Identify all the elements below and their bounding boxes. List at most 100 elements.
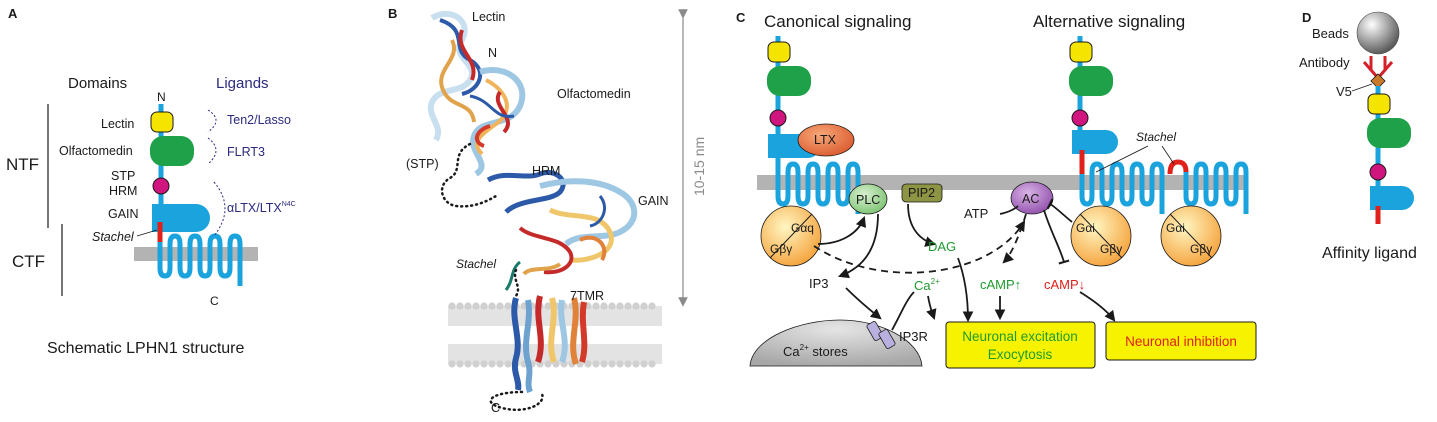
panel-d: D Beads Antibody V5 Affinity ligand bbox=[1299, 10, 1417, 262]
ltx-ligand bbox=[797, 123, 855, 157]
panel-a-letter: A bbox=[8, 6, 18, 21]
antibody bbox=[1362, 56, 1394, 79]
scale-label: 10-15 nm bbox=[691, 137, 707, 196]
lipid-head bbox=[624, 302, 632, 310]
plc-label: PLC bbox=[856, 193, 880, 207]
antibody-label: Antibody bbox=[1299, 55, 1350, 70]
panel-d-letter: D bbox=[1302, 10, 1311, 25]
label-7tmr-b: 7TMR bbox=[570, 289, 604, 303]
lipid-head bbox=[496, 360, 504, 368]
free-ctf bbox=[1167, 159, 1249, 214]
lipid-head bbox=[616, 302, 624, 310]
panel-a: A Domains Ligands NTF CTF N C Lectin Olf… bbox=[6, 6, 296, 357]
gain-d bbox=[1370, 186, 1414, 210]
label-gain-b: GAIN bbox=[638, 194, 669, 208]
excitation-line2: Exocytosis bbox=[988, 347, 1053, 362]
g-alpha-i-label-2: Gαi bbox=[1166, 221, 1185, 235]
ctf-label: CTF bbox=[12, 252, 45, 271]
lipid-head bbox=[608, 302, 616, 310]
label-c-b: C bbox=[491, 401, 500, 415]
ribbon-gain bbox=[486, 170, 638, 276]
ligand-bracket-3 bbox=[213, 181, 226, 237]
ca-stores-label: Ca2+ stores bbox=[783, 343, 848, 359]
lipid-head bbox=[640, 302, 648, 310]
lipid-head bbox=[632, 302, 640, 310]
lipid-head bbox=[608, 360, 616, 368]
lipid-head bbox=[560, 360, 568, 368]
caption-d: Affinity ligand bbox=[1322, 245, 1417, 262]
label-gain: GAIN bbox=[108, 207, 139, 221]
label-lectin-b: Lectin bbox=[472, 10, 505, 24]
lipid-head bbox=[448, 302, 456, 310]
lipid-head bbox=[616, 360, 624, 368]
label-stp-b: (STP) bbox=[406, 157, 439, 171]
lipid-head bbox=[464, 302, 472, 310]
lipid-head bbox=[592, 360, 600, 368]
ltx-label: LTX bbox=[814, 133, 837, 147]
lipid-head bbox=[480, 302, 488, 310]
label-lectin: Lectin bbox=[101, 117, 134, 131]
ligand-bracket-1 bbox=[207, 109, 217, 133]
lipid-head bbox=[536, 360, 544, 368]
g-beta-gamma-i-label-1: Gβγ bbox=[1100, 242, 1122, 256]
ip3-label: IP3 bbox=[809, 276, 829, 291]
lipid-head bbox=[648, 360, 656, 368]
n-terminus-a: N bbox=[157, 90, 166, 104]
ligand-ten2-lasso: Ten2/Lasso bbox=[227, 113, 291, 127]
panel-b: B Lectin N Olfactomedin (STP) bbox=[388, 6, 707, 415]
tm-helices-a bbox=[157, 233, 243, 286]
ac-node bbox=[1010, 181, 1054, 215]
ac-label: AC bbox=[1022, 192, 1039, 206]
lipid-head bbox=[496, 302, 504, 310]
panel-c-letter: C bbox=[736, 10, 746, 25]
ligands-header: Ligands bbox=[216, 75, 269, 92]
lipid-head bbox=[584, 360, 592, 368]
label-olfactomedin-b: Olfactomedin bbox=[557, 87, 631, 101]
pip2-label: PIP2 bbox=[908, 186, 935, 200]
label-stachel-b: Stachel bbox=[456, 257, 496, 271]
ribbon-ntf bbox=[427, 10, 526, 177]
lectin-d bbox=[1367, 93, 1391, 115]
v5-tag bbox=[1370, 73, 1386, 89]
lipid-head bbox=[464, 360, 472, 368]
inhibition-box bbox=[1105, 321, 1257, 361]
domains-header: Domains bbox=[68, 75, 127, 92]
stp-linker-b bbox=[440, 142, 498, 208]
lipid-head bbox=[600, 302, 608, 310]
lipid-head bbox=[624, 360, 632, 368]
gain-domain bbox=[152, 204, 210, 232]
lipid-head bbox=[480, 360, 488, 368]
ntf-label: NTF bbox=[6, 155, 39, 174]
v5-label: V5 bbox=[1336, 84, 1352, 99]
lipid-head bbox=[488, 302, 496, 310]
lipid-head bbox=[632, 360, 640, 368]
dag-label: DAG bbox=[928, 239, 956, 254]
lipid-head bbox=[640, 360, 648, 368]
lipid-head bbox=[600, 360, 608, 368]
g-alpha-q-label: Gαq bbox=[791, 221, 814, 235]
olfactomedin-d bbox=[1367, 118, 1411, 148]
panel-b-letter: B bbox=[388, 6, 397, 21]
receptor-alternative bbox=[1069, 36, 1165, 214]
stp-domain bbox=[152, 177, 170, 195]
ca-stores bbox=[749, 319, 923, 367]
g-beta-gamma-i-label-2: Gβγ bbox=[1190, 242, 1212, 256]
ligand-bracket-2 bbox=[207, 137, 217, 165]
lipid-head bbox=[488, 360, 496, 368]
stachel-label-c: Stachel bbox=[1136, 130, 1176, 144]
bilayer-b bbox=[448, 302, 662, 368]
lipid-head bbox=[472, 360, 480, 368]
label-stachel-a: Stachel bbox=[92, 230, 135, 244]
gq-protein bbox=[760, 205, 822, 267]
lipid-head bbox=[504, 360, 512, 368]
lipid-head bbox=[456, 302, 464, 310]
ip3r-channel bbox=[866, 321, 896, 349]
olfactomedin-domain bbox=[150, 136, 194, 166]
c-tail-b bbox=[489, 390, 544, 411]
membrane-a bbox=[134, 247, 258, 261]
lectin-domain bbox=[150, 111, 174, 133]
lipid-head bbox=[504, 302, 512, 310]
lipid-head bbox=[456, 360, 464, 368]
lipid-head bbox=[648, 302, 656, 310]
